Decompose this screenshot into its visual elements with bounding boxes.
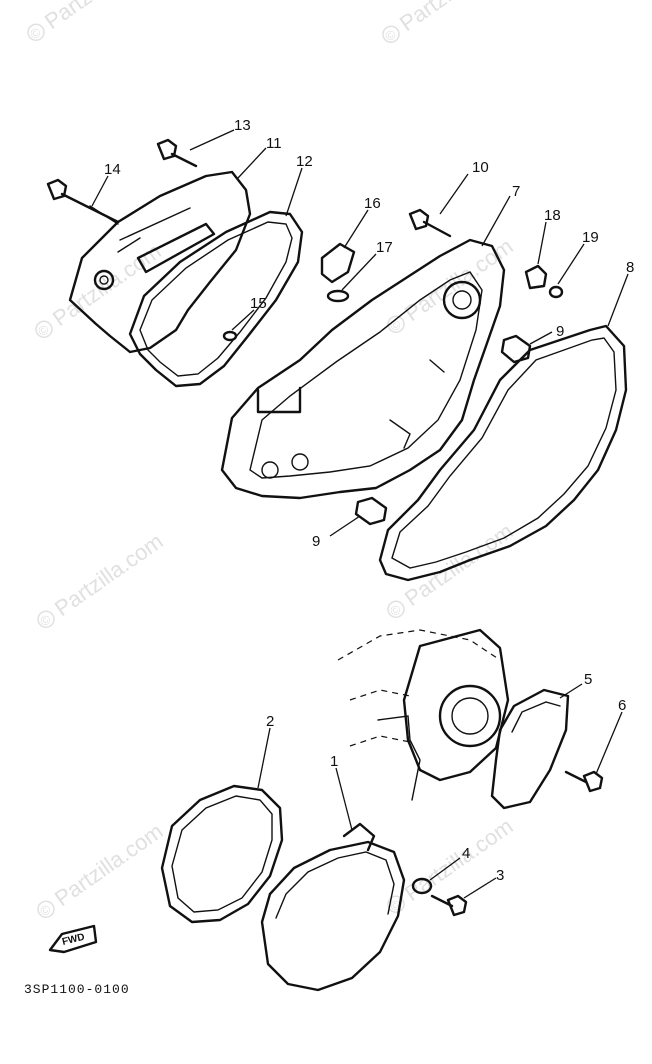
- part-9-dowel-lower: [354, 496, 388, 526]
- callout-12: 12: [296, 153, 313, 170]
- part-7-crankcase: [220, 238, 506, 500]
- part-16-filler-cap: [320, 242, 356, 284]
- part-2-gasket: [160, 784, 284, 924]
- callout-19: 19: [582, 229, 599, 246]
- callout-7: 7: [512, 183, 520, 200]
- callout-11: 11: [266, 135, 282, 152]
- watermark-text: Partzilla.com: [50, 528, 167, 621]
- fwd-arrow: FWD: [48, 924, 98, 954]
- callout-17: 17: [376, 239, 393, 256]
- part-6-bolt: [564, 770, 604, 793]
- part-1-magneto-cover: [260, 822, 406, 992]
- part-13-bolt: [156, 138, 198, 168]
- part-9-dowel-upper: [500, 334, 532, 364]
- callout-3: 3: [496, 867, 504, 884]
- watermark-text: Partzilla.com: [40, 0, 157, 34]
- callout-16: 16: [364, 195, 381, 212]
- callout-2: 2: [266, 713, 274, 730]
- callout-9-upper: 9: [556, 323, 564, 340]
- callout-8: 8: [626, 259, 634, 276]
- fwd-label: FWD: [61, 932, 86, 948]
- part-4-washer: [411, 877, 433, 895]
- diagram-code: 3SP1100-0100: [24, 982, 130, 997]
- callout-6: 6: [618, 697, 626, 714]
- watermark-text: Partzilla.com: [50, 818, 167, 911]
- part-18-plug: [524, 264, 548, 290]
- leader-lines: [91, 129, 629, 899]
- watermark-text: Partzilla.com: [395, 0, 512, 36]
- part-8-gasket: [378, 324, 628, 582]
- part-12-gasket: [128, 210, 304, 388]
- callout-15: 15: [250, 295, 267, 312]
- part-19-washer: [548, 285, 564, 299]
- callout-4: 4: [462, 845, 470, 862]
- part-14-bolt: [46, 178, 120, 225]
- callout-13: 13: [234, 117, 251, 134]
- part-15-dowel: [222, 330, 238, 342]
- callout-14: 14: [104, 161, 121, 178]
- part-10-bolt: [408, 208, 452, 238]
- part-17-o-ring: [326, 289, 350, 303]
- part-11-clutch-cover: [68, 170, 252, 354]
- callout-10: 10: [472, 159, 489, 176]
- callout-9-lower: 9: [312, 533, 320, 550]
- part-5-cover: [490, 688, 570, 810]
- callout-1: 1: [330, 753, 338, 770]
- engine-ghost-lower: [337, 628, 510, 801]
- callout-labels: 13 11 14 12 10 7 16 18 19 17 8 15 9 9 5 …: [104, 117, 634, 884]
- part-3-bolt: [430, 894, 468, 917]
- callout-18: 18: [544, 207, 561, 224]
- callout-5: 5: [584, 671, 592, 688]
